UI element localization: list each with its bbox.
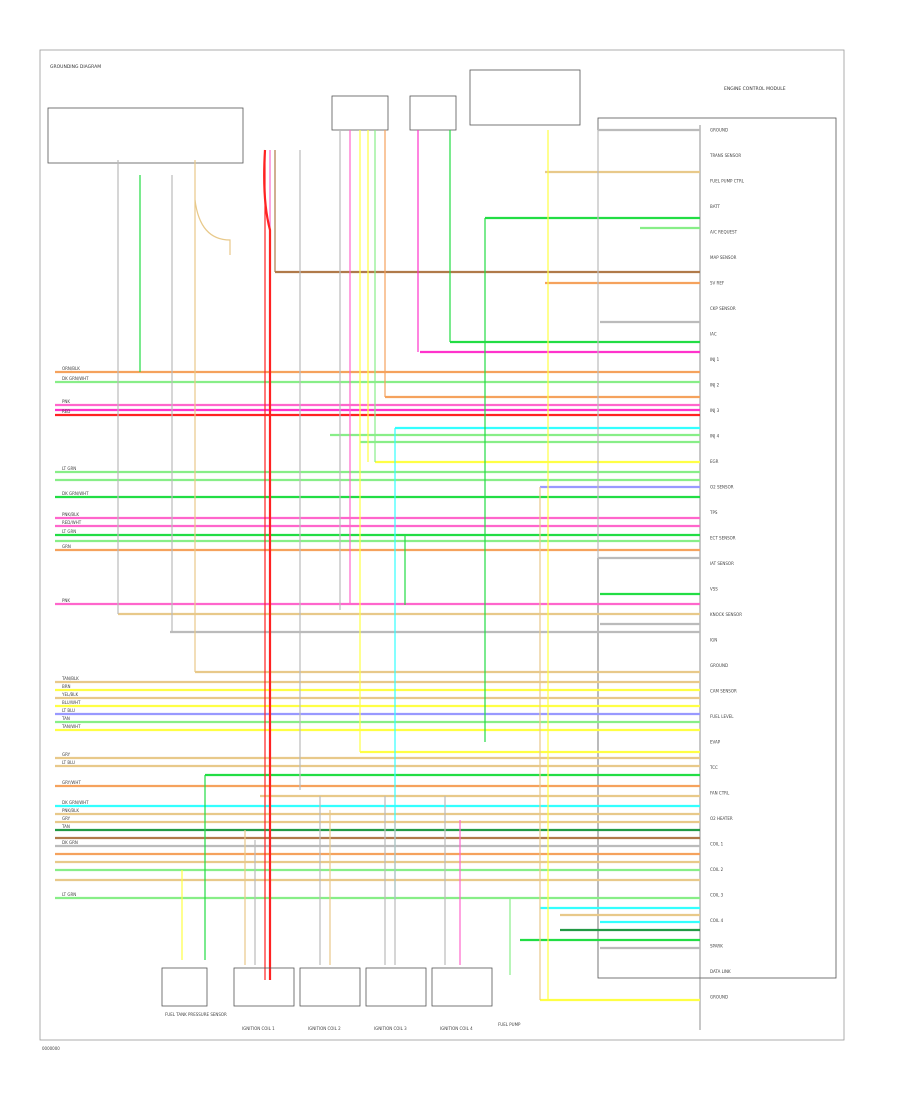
ecm-pin-label: TCC xyxy=(709,765,718,770)
ecm-pin-label: INJ 1 xyxy=(710,357,720,362)
ecm-pin-label: COIL 1 xyxy=(710,842,724,847)
left-wire-color-label: LT GRN xyxy=(62,466,76,471)
ecm-pin-label: FUEL LEVEL xyxy=(710,714,734,719)
coil-1-box xyxy=(233,967,295,1007)
bottom-label-4: IGNITION COIL 4 xyxy=(440,1026,473,1031)
ecm-pin-label: CKP SENSOR xyxy=(710,306,736,311)
page-border xyxy=(39,49,845,1041)
coil-3-box xyxy=(365,967,427,1007)
left-wire-color-label: PNK xyxy=(62,598,70,603)
ecm-pin-label: GROUND xyxy=(710,663,728,668)
bottom-label-5: FUEL PUMP xyxy=(498,1022,521,1027)
left-wire-color-label: GRY xyxy=(62,816,71,821)
left-wire-color-label: ORN/BLK xyxy=(62,366,80,371)
ecm-pin-label: INJ 2 xyxy=(710,383,720,388)
left-wire-color-label: PNK/BLK xyxy=(62,808,79,813)
left-wire-labels: ORN/BLK DK GRN/WHT PNK RED LT GRN DK GRN/WHT P… xyxy=(61,366,89,897)
bottom-label-2: IGNITION COIL 2 xyxy=(308,1026,341,1031)
left-wire-color-label: YEL/BLK xyxy=(61,692,79,697)
bottom-label-1: IGNITION COIL 1 xyxy=(242,1026,275,1031)
left-wire-color-label: DK GRN xyxy=(62,840,78,845)
left-wire-color-label: RED xyxy=(62,409,70,414)
grounding-note: GROUNDING DIAGRAM xyxy=(50,64,101,70)
bottom-label-0: FUEL TANK PRESSURE SENSOR xyxy=(165,1012,227,1017)
left-wire-color-label: TAN xyxy=(61,716,70,721)
ecm-pin-label: TRANS SENSOR xyxy=(709,153,741,158)
ecm-pin-labels: GROUND TRANS SENSOR FUEL PUMP CTRL BATT A/C … xyxy=(709,128,745,1000)
left-wire-color-label: DK GRN/WHT xyxy=(62,376,89,381)
left-wire-color-label: BRN xyxy=(62,684,71,689)
ecm-pin-label: A/C REQUEST xyxy=(710,230,738,235)
left-wire-color-label: GRY/WHT xyxy=(62,780,81,785)
left-wire-color-label: RED/WHT xyxy=(62,520,82,525)
ecm-pin-label: INJ 3 xyxy=(710,408,720,413)
left-wire-color-label: LT GRN xyxy=(62,892,76,897)
ecm-pin-label: FUEL PUMP CTRL xyxy=(710,179,745,184)
ecm-pin-label: COIL 4 xyxy=(710,918,724,923)
ecm-pin-label: IAT SENSOR xyxy=(710,561,734,566)
wire-curve-2 xyxy=(263,149,272,980)
bottom-label-3: IGNITION COIL 3 xyxy=(374,1026,407,1031)
relay-box xyxy=(469,69,581,126)
left-wire-color-label: PNK/BLK xyxy=(62,512,79,517)
left-wire-color-label: TAN/BLK xyxy=(61,676,79,681)
ecm-pin-label: CAM SENSOR xyxy=(710,689,737,694)
ecm-pin-label: TPS xyxy=(709,510,718,515)
ecm-pin-label: VSS xyxy=(710,587,718,592)
fuel-tank-pressure-sensor-box xyxy=(161,967,208,1007)
left-wire-color-label: LT GRN xyxy=(62,529,76,534)
ecm-pin-label: BATT xyxy=(710,204,721,209)
left-wire-color-label: GRY xyxy=(62,752,71,757)
left-wire-color-label: TAN xyxy=(61,824,70,829)
ignition-switch-box xyxy=(409,95,457,131)
left-wire-color-label: DK GRN/WHT xyxy=(62,800,89,805)
ecm-pin-label: IGN xyxy=(710,638,717,643)
left-wire-color-label: TAN/WHT xyxy=(61,724,81,729)
ecm-title: ENGINE CONTROL MODULE xyxy=(724,86,786,92)
ecm-pin-label: GROUND xyxy=(710,995,728,1000)
ecm-pin-label: GROUND xyxy=(710,128,728,133)
ecm-pin-label: KNOCK SENSOR xyxy=(710,612,742,617)
ecm-pin-label: 5V REF xyxy=(710,281,725,286)
wires-layer xyxy=(55,128,700,1002)
maf-sensor-box xyxy=(331,95,389,131)
ecm-pin-label: SPARK xyxy=(710,944,723,949)
ecm-pin-label: MAP SENSOR xyxy=(710,255,737,260)
wire-curve-1 xyxy=(194,199,231,255)
ecm-pin-label: IAC xyxy=(710,332,717,337)
coil-4-box xyxy=(431,967,493,1007)
ecm-pin-label: EGR xyxy=(710,459,719,464)
left-wire-color-label: DK GRN/WHT xyxy=(62,491,89,496)
ecm-pin-label: O2 SENSOR xyxy=(710,485,734,490)
ecm-pin-label: DATA LINK xyxy=(710,969,731,974)
left-wire-color-label: GRN xyxy=(62,544,71,549)
left-wire-color-label: BLU/WHT xyxy=(62,700,81,705)
ecm-box xyxy=(597,117,837,979)
ecm-pin-label: COIL 2 xyxy=(710,867,724,872)
ecm-pin-label: COIL 3 xyxy=(710,893,724,898)
left-wire-color-label: LT BLU xyxy=(62,708,75,713)
ecm-pin-label: FAN CTRL xyxy=(710,791,730,796)
ecm-pin-label: INJ 4 xyxy=(710,434,720,439)
page-number: 0000000 xyxy=(42,1046,60,1051)
ecm-pin-label: ECT SENSOR xyxy=(710,536,736,541)
left-wire-color-label: PNK xyxy=(62,399,70,404)
ecm-pin-label: EVAP xyxy=(710,740,721,745)
coil-2-box xyxy=(299,967,361,1007)
left-wire-color-label: LT BLU xyxy=(62,760,75,765)
ecm-pin-label: O2 HEATER xyxy=(710,816,733,821)
instrument-panel-box xyxy=(47,107,244,164)
